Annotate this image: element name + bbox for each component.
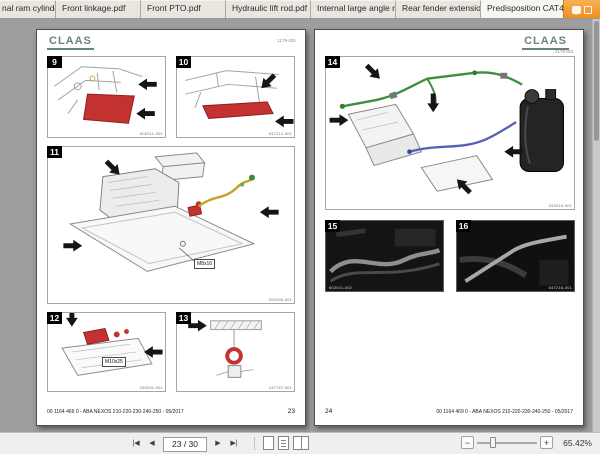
tab-internal-ram-cylinder[interactable]: nal ram cylinde... [0, 0, 56, 18]
figure-number-badge: 9 [47, 56, 62, 68]
figure-number-badge: 10 [176, 56, 191, 68]
figure-16-photo [457, 221, 574, 291]
figure-photo-ref: 204156-001 [268, 297, 292, 302]
scrollbar-thumb[interactable] [594, 21, 599, 141]
figure-9: 9 602011-001 [47, 56, 166, 138]
claas-logo: CLAAS [47, 36, 94, 50]
zoom-slider-thumb[interactable] [490, 437, 496, 448]
figure-photo-ref: 602011-001 [139, 131, 163, 136]
figure-15-photo [326, 221, 443, 291]
view-mode-group [254, 436, 309, 450]
last-page-button[interactable]: ▶| [226, 436, 242, 452]
part-size-label: M10x25 [102, 357, 126, 367]
printed-page-number: 23 [287, 408, 295, 415]
previous-page-button[interactable]: ◀ [144, 436, 160, 452]
single-page-view-icon[interactable] [263, 436, 274, 450]
tab-predisposition-cat4[interactable]: Predisposition CAT4 fi... [481, 0, 566, 18]
page-number-input[interactable]: 23 / 30 [163, 436, 207, 452]
tab-front-pto[interactable]: Front PTO.pdf [141, 0, 226, 18]
figure-10-diagram [185, 70, 294, 128]
figure-14: 14 [325, 56, 575, 210]
figure-number-badge: 15 [325, 220, 340, 232]
figure-photo-ref: 547212-001 [268, 131, 292, 136]
zoom-out-button[interactable]: − [461, 436, 474, 449]
figure-11: 11 [47, 146, 295, 304]
zoom-in-button[interactable]: + [540, 436, 553, 449]
tab-front-linkage[interactable]: Front linkage.pdf [56, 0, 141, 18]
zoom-slider-track [477, 442, 537, 444]
figure-photo-ref: 547216-001 [548, 285, 572, 290]
figure-number-badge: 13 [176, 312, 191, 324]
figure-9-diagram [54, 66, 157, 124]
figure-12-diagram [61, 313, 163, 376]
page-left: CLAAS 1179-001 9 602011-001 [36, 29, 306, 426]
separator [254, 436, 255, 450]
page-footer: 24 00 1164 469 0 - ABA NEXOS 210-220-230… [325, 408, 573, 415]
page-corner-ref: 1179-001 [277, 38, 296, 43]
figure-number-badge: 14 [325, 56, 340, 68]
figure-15: 15 602011-002 [325, 220, 444, 292]
next-page-button[interactable]: ▶ [210, 436, 226, 452]
figure-number-badge: 11 [47, 146, 62, 158]
page-right: CLAAS 2179-001 14 [314, 29, 584, 426]
printed-page-number: 24 [325, 408, 333, 415]
claas-logo: CLAAS [522, 36, 569, 50]
figure-13-diagram [188, 319, 262, 378]
first-page-button[interactable]: |◀ [128, 436, 144, 452]
zoom-percentage: 65.42% [563, 437, 592, 448]
figure-number-badge: 16 [456, 220, 471, 232]
document-area: CLAAS 1179-001 9 602011-001 [0, 19, 600, 432]
zoom-slider[interactable] [477, 436, 537, 449]
page-footer: 00 1164 469 0 - ABA NEXOS 210-220-230-24… [47, 408, 295, 415]
document-code: 00 1164 469 0 - ABA NEXOS 210-220-230-24… [436, 409, 573, 415]
figure-10: 10 547212-001 [176, 56, 295, 138]
figure-photo-ref: 247767-001 [268, 385, 292, 390]
promo-button[interactable] [563, 0, 600, 18]
figure-11-diagram [63, 152, 279, 272]
figure-12: 12 M10x25 255291-001 [47, 312, 166, 392]
facing-pages-view-icon[interactable] [293, 436, 309, 450]
tab-bar: nal ram cylinde... Front linkage.pdf Fro… [0, 0, 600, 19]
page-corner-ref: 2179-001 [554, 49, 574, 54]
part-size-label: M8x16 [194, 259, 216, 269]
zoom-controls: − + 65.42% [461, 436, 592, 449]
vertical-scrollbar[interactable] [592, 19, 600, 432]
continuous-view-icon[interactable] [278, 436, 289, 450]
figure-13: 13 247767-001 [176, 312, 295, 392]
status-bar: |◀ ◀ 23 / 30 ▶ ▶| − + 65.42% [0, 432, 600, 454]
figure-number-badge: 12 [47, 312, 62, 324]
figure-photo-ref: 602011-002 [329, 285, 353, 290]
tab-hydraulic-lift-rod[interactable]: Hydraulic lift rod.pdf [226, 0, 311, 18]
figure-photo-ref: 255291-001 [139, 385, 163, 390]
document-code: 00 1164 469 0 - ABA NEXOS 210-220-230-24… [47, 409, 184, 415]
figure-14-diagram [329, 63, 564, 195]
chat-bubble-icon [572, 5, 581, 15]
tab-internal-large-angle[interactable]: Internal large angle re... [311, 0, 396, 18]
figure-16: 16 547216-001 [456, 220, 575, 292]
square-icon [584, 5, 592, 14]
page-navigation: |◀ ◀ 23 / 30 ▶ ▶| [128, 436, 242, 452]
tab-rear-fender-extension[interactable]: Rear fender extension... [396, 0, 481, 18]
figure-photo-ref: 222010-001 [548, 203, 572, 208]
